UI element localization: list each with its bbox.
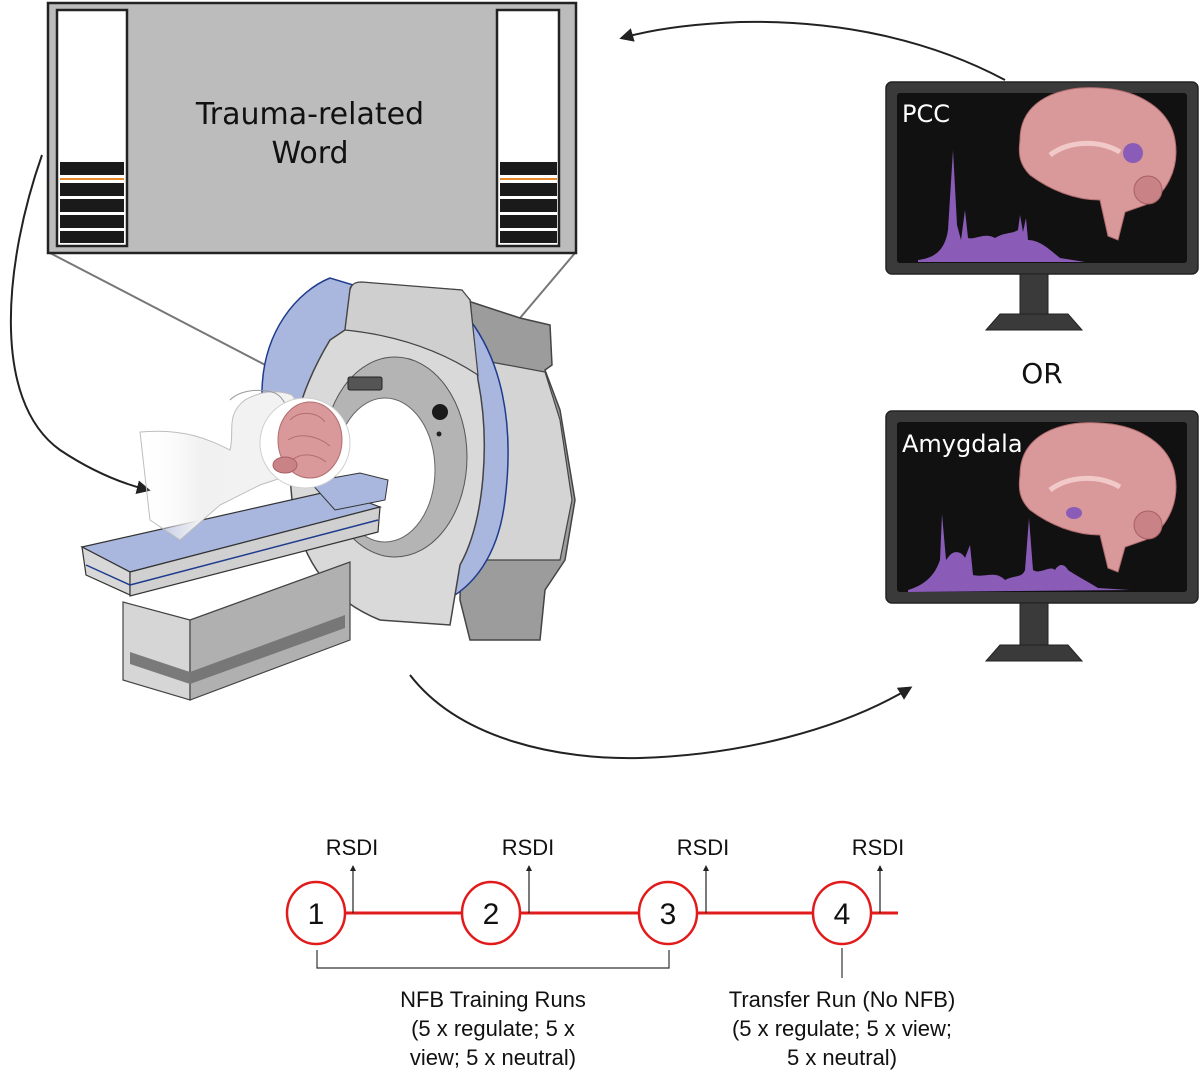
- monitor-label-amygdala: Amygdala: [902, 430, 1023, 458]
- caption-line: 5 x neutral): [787, 1045, 897, 1070]
- patient: [139, 389, 351, 541]
- training-runs-caption: NFB Training Runs (5 x regulate; 5 x vie…: [400, 987, 586, 1070]
- brain-icon: [1018, 422, 1177, 573]
- rsdi-marker-2: RSDI: [502, 835, 555, 913]
- loop-arrow-top: [619, 20, 1006, 81]
- stimulus-screen: Trauma-related Word: [46, 1, 578, 255]
- monitor-pcc: PCC: [885, 81, 1199, 331]
- amygdala-region-marker: [1066, 507, 1082, 519]
- rsdi-label: RSDI: [677, 835, 730, 860]
- run-node-2: 2: [460, 880, 522, 946]
- rsdi-marker-4: RSDI: [852, 835, 905, 913]
- caption-line: (5 x regulate; 5 x view;: [732, 1016, 952, 1041]
- scanner-display: [347, 376, 383, 391]
- caption-title: NFB Training Runs: [400, 987, 586, 1012]
- patient-table: [80, 472, 389, 701]
- stimulus-word-line1: Trauma-related: [195, 97, 424, 132]
- brain-icon: [1018, 87, 1177, 241]
- rsdi-label: RSDI: [502, 835, 555, 860]
- signal-trace-amygdala: [908, 514, 1130, 592]
- run-node-1: 1: [285, 880, 347, 946]
- brain-icon: [272, 401, 343, 479]
- loop-arrow-bottom: [409, 674, 913, 760]
- threshold-marker: [500, 178, 557, 180]
- run-number: 3: [660, 898, 677, 931]
- loop-arrow-left: [9, 154, 151, 495]
- rsdi-marker-3: RSDI: [677, 835, 730, 913]
- projection-line-right: [519, 252, 576, 319]
- run-number: 4: [834, 898, 851, 931]
- caption-title: Transfer Run (No NFB): [729, 987, 956, 1012]
- monitor-amygdala: Amygdala: [885, 410, 1199, 662]
- caption-line: view; 5 x neutral): [410, 1045, 576, 1070]
- run-node-3: 3: [637, 880, 699, 946]
- threshold-marker: [60, 178, 124, 180]
- transfer-run-caption: Transfer Run (No NFB) (5 x regulate; 5 x…: [729, 987, 956, 1070]
- caption-line: (5 x regulate; 5 x: [411, 1016, 575, 1041]
- or-separator: OR: [1021, 357, 1063, 390]
- projection-line-left: [49, 252, 276, 371]
- signal-trace-pcc: [918, 150, 1085, 262]
- run-node-4: 4: [811, 880, 873, 946]
- feedback-thermometer-left: [55, 8, 129, 248]
- rsdi-label: RSDI: [852, 835, 905, 860]
- run-number: 1: [308, 898, 325, 931]
- rsdi-label: RSDI: [326, 835, 379, 860]
- run-number: 2: [483, 898, 500, 931]
- stimulus-word-line2: Word: [271, 136, 348, 171]
- timeline: RSDI RSDI RSDI RSDI 1 2 3 4: [285, 835, 956, 1070]
- training-runs-bracket: [316, 950, 670, 969]
- pcc-region-marker: [1123, 143, 1143, 163]
- feedback-thermometer-right: [495, 8, 561, 248]
- rsdi-marker-1: RSDI: [326, 835, 379, 913]
- monitor-label-pcc: PCC: [902, 100, 950, 128]
- scanner-button: [432, 404, 448, 420]
